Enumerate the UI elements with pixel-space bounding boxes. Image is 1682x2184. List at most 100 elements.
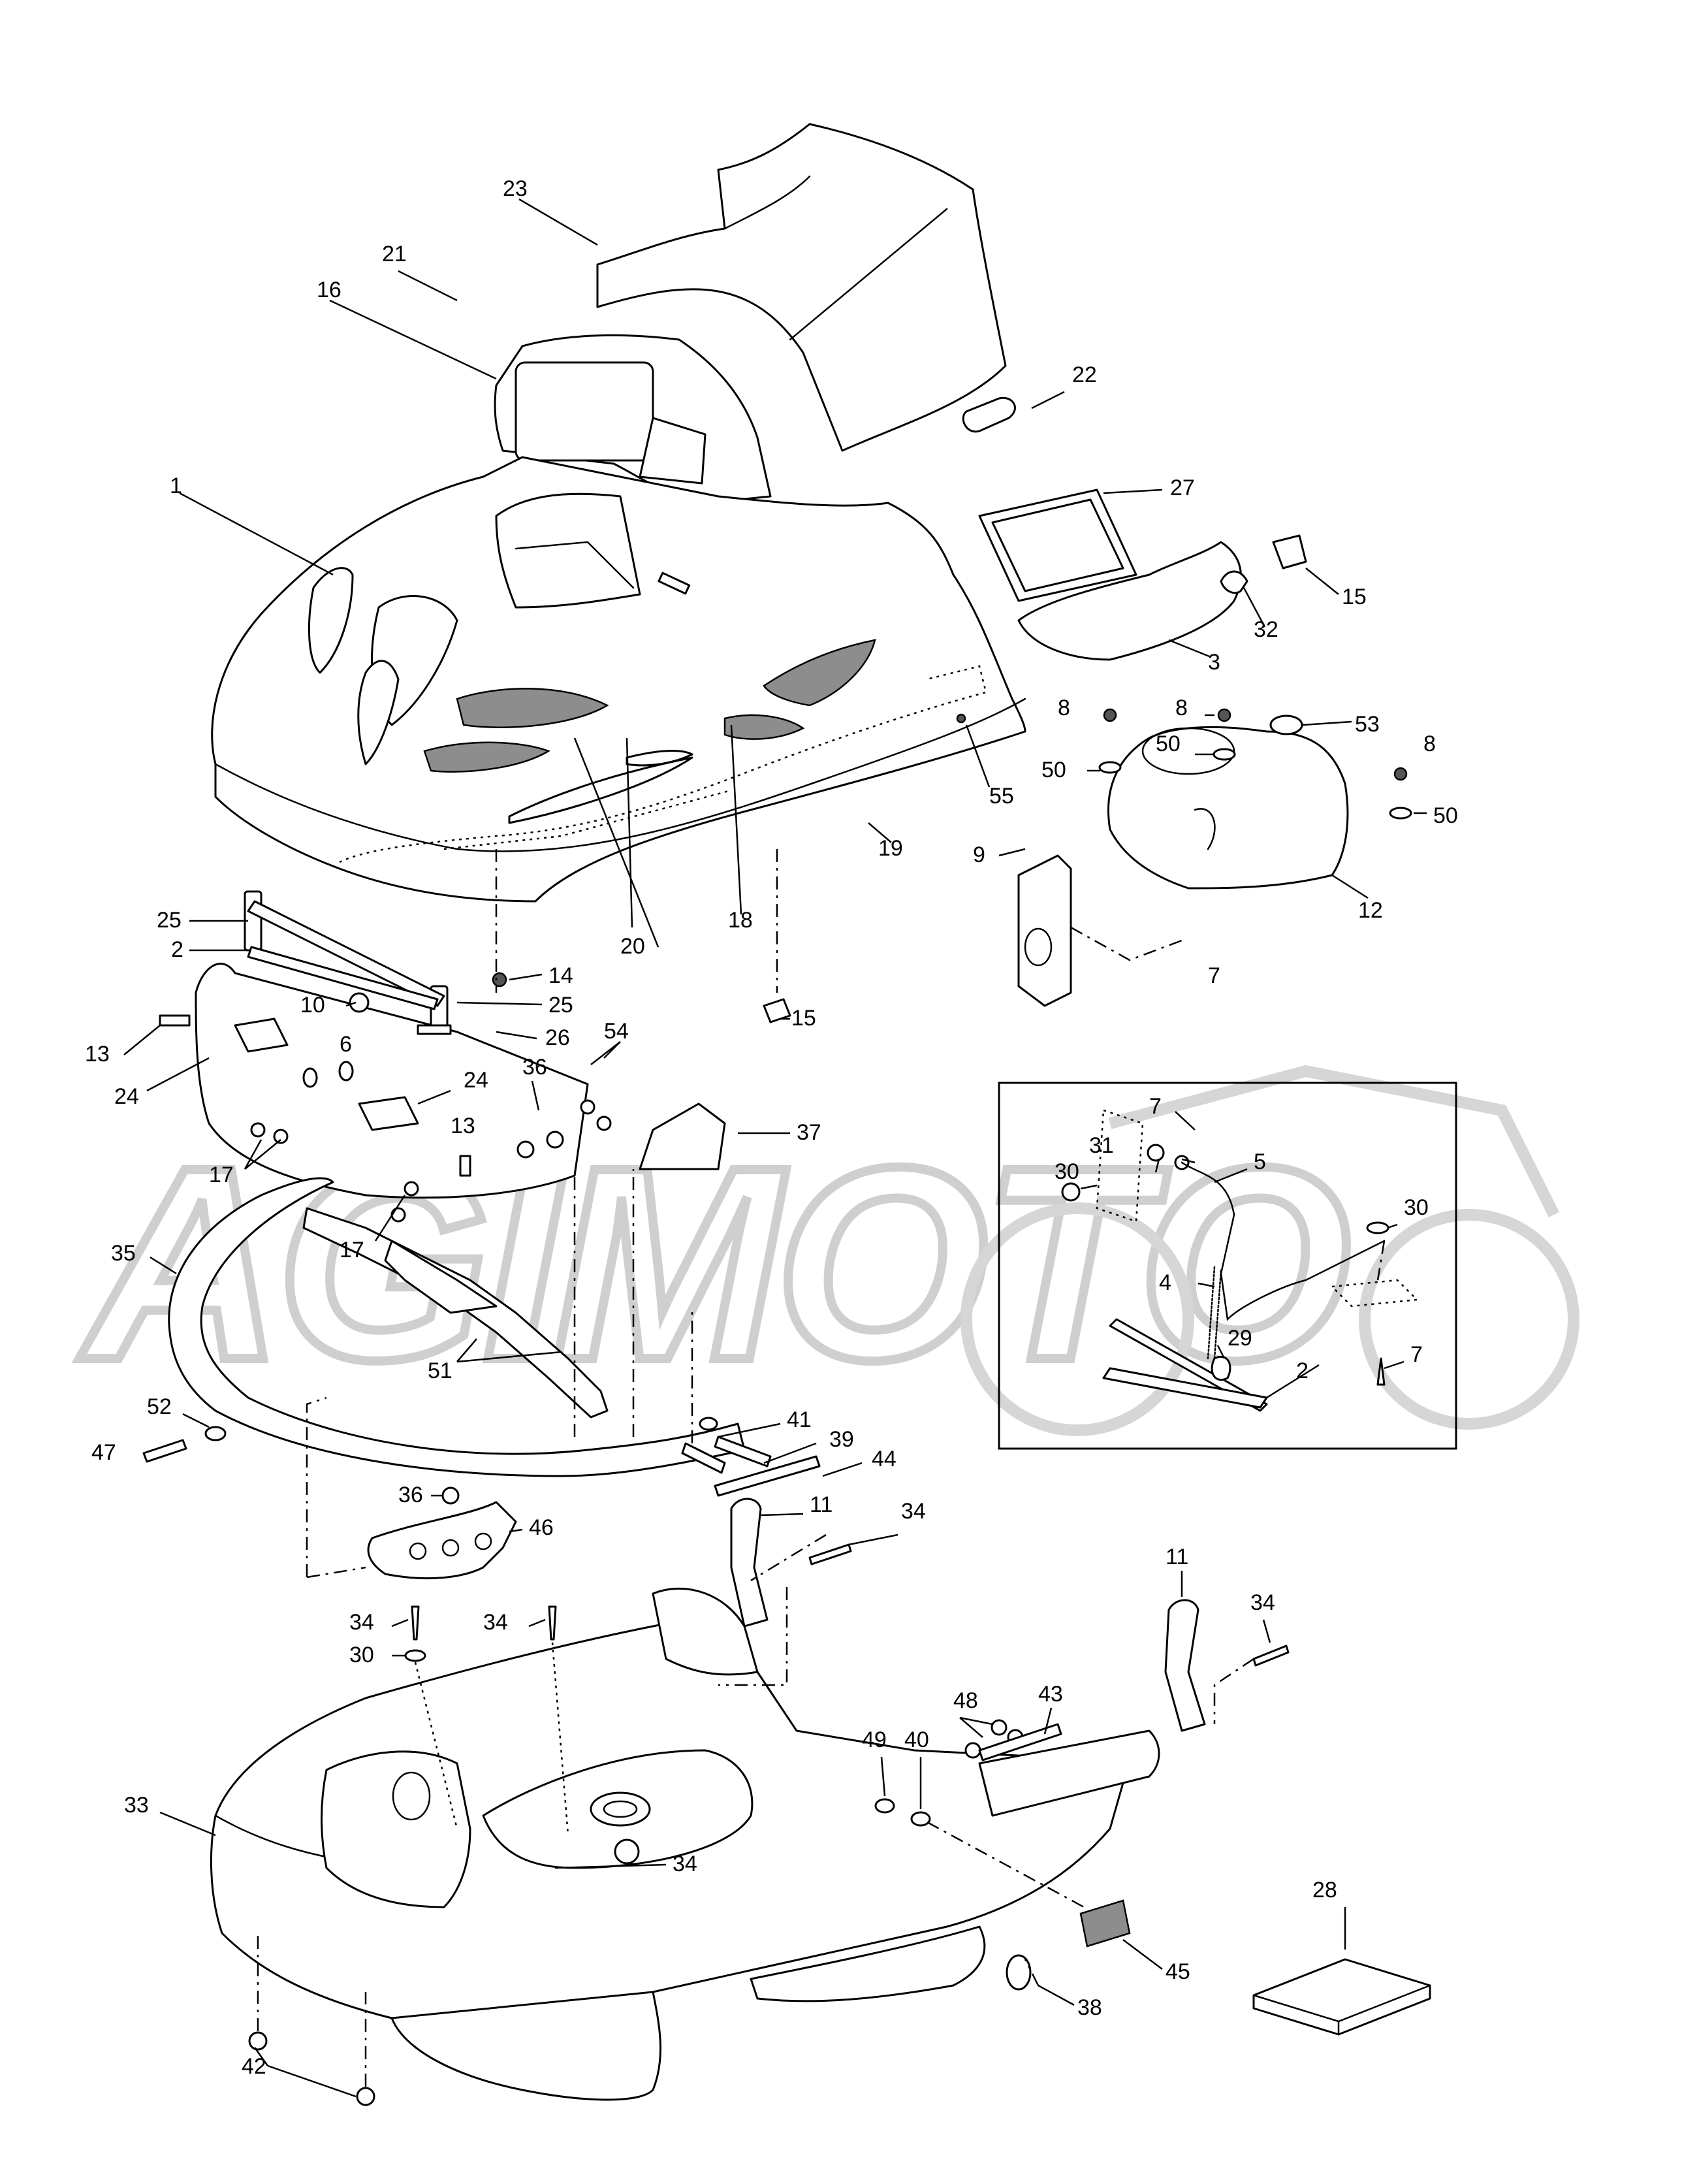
gauge-housing-part-3 [1017, 541, 1242, 661]
knob-part-22 [962, 396, 1016, 433]
callout-5: 5 [1254, 1149, 1266, 1174]
callout-32: 32 [1254, 617, 1278, 642]
callout-1: 1 [170, 474, 182, 498]
callout-50-middle: 50 [1156, 731, 1181, 756]
fuel-tank-cover-part-12 [1107, 726, 1349, 890]
callout-25-right: 25 [548, 993, 573, 1018]
lower-frame [195, 963, 726, 1199]
callout-40: 40 [904, 1727, 929, 1752]
callout-15-lower: 15 [791, 1006, 816, 1031]
callout-12: 12 [1358, 898, 1383, 923]
reinforcement-part-51 [302, 1207, 609, 1419]
callout-24-left: 24 [114, 1084, 139, 1109]
callout-47: 47 [91, 1440, 116, 1465]
callout-34-lower: 34 [673, 1852, 697, 1876]
callout-17-left: 17 [209, 1163, 234, 1187]
callout-34-left: 34 [349, 1610, 374, 1635]
support-rod-part-2 [247, 900, 445, 1010]
guides-part-11 [730, 1498, 1206, 1732]
callout-16: 16 [317, 278, 341, 302]
washers-part-50 [1098, 748, 1412, 820]
callout-52: 52 [147, 1394, 172, 1419]
callout-55: 55 [989, 784, 1014, 809]
screws-part-8 [1103, 708, 1408, 781]
bracket-part-46 [367, 1501, 517, 1580]
callout-26: 26 [545, 1025, 570, 1050]
callout-17-right: 17 [340, 1238, 364, 1262]
callout-30-inset-right: 30 [1404, 1195, 1429, 1220]
callout-39: 39 [829, 1427, 854, 1452]
callout-43: 43 [1038, 1682, 1063, 1707]
callout-23: 23 [503, 176, 528, 201]
callout-50-right: 50 [1433, 803, 1458, 828]
callout-28: 28 [1312, 1878, 1337, 1903]
callout-45: 45 [1166, 1959, 1190, 1984]
belly-hardware [248, 1719, 1131, 2106]
console-part-16 [494, 334, 772, 504]
callout-7-inset-right: 7 [1410, 1342, 1423, 1367]
callout-2-inset: 2 [1296, 1358, 1309, 1383]
belly-pan-part-33 [210, 1587, 1160, 2101]
callout-8-left: 8 [1058, 696, 1070, 720]
label-part-55 [956, 713, 966, 724]
callout-42: 42 [242, 2054, 266, 2079]
nut-part-36 [441, 1486, 460, 1505]
callout-3: 3 [1208, 650, 1220, 675]
callout-27: 27 [1170, 475, 1195, 500]
callout-41: 41 [787, 1407, 812, 1432]
callout-48: 48 [953, 1688, 978, 1713]
callout-15-upper: 15 [1342, 585, 1367, 609]
callout-30-left: 30 [349, 1643, 374, 1667]
callout-8-middle: 8 [1175, 696, 1188, 720]
callout-20: 20 [620, 934, 645, 959]
callout-7-inset-top: 7 [1149, 1094, 1162, 1119]
manual-part-28 [1252, 1958, 1431, 2036]
callout-8-right: 8 [1423, 731, 1436, 756]
bracket-part-9 [1017, 854, 1072, 1007]
inset-detail [998, 1082, 1457, 1450]
callout-13-left: 13 [85, 1042, 110, 1067]
callout-36-upper: 36 [522, 1055, 547, 1080]
cap-part-53 [1269, 715, 1303, 735]
callout-19: 19 [878, 836, 903, 861]
callout-29: 29 [1228, 1326, 1252, 1351]
callout-30-inset-left: 30 [1055, 1159, 1079, 1184]
clip-part-32 [1220, 570, 1248, 594]
nuts-part-17 [250, 1122, 419, 1223]
callout-46: 46 [529, 1515, 554, 1540]
callout-10: 10 [300, 993, 325, 1018]
callout-18: 18 [728, 908, 753, 933]
callout-36-lower: 36 [398, 1483, 423, 1507]
callout-44: 44 [872, 1447, 897, 1471]
clip-part-15-upper [1272, 534, 1307, 570]
strip-part-44 [714, 1455, 821, 1497]
callout-53: 53 [1355, 712, 1380, 737]
gauge-bezel-part-27 [978, 489, 1137, 602]
callout-38: 38 [1077, 1995, 1102, 2020]
callout-35: 35 [111, 1241, 136, 1266]
callout-2: 2 [171, 937, 183, 962]
callout-34-right: 34 [1250, 1590, 1275, 1615]
hood-part-1 [211, 456, 1026, 903]
callout-24-right: 24 [464, 1068, 488, 1093]
callout-14: 14 [548, 963, 573, 988]
callout-34-middle: 34 [483, 1610, 508, 1635]
callout-37: 37 [797, 1120, 821, 1145]
small-hardware [159, 972, 791, 1177]
callout-13-right: 13 [451, 1114, 475, 1138]
leader-lines [123, 198, 1427, 2098]
callouts: 23 21 16 22 1 27 15 32 3 8 8 8 53 50 50 … [85, 176, 1458, 2079]
callout-34-upper: 34 [901, 1499, 926, 1524]
callout-4: 4 [1159, 1270, 1171, 1295]
callout-25-left: 25 [157, 908, 182, 933]
callout-54: 54 [604, 1019, 629, 1044]
callout-22: 22 [1072, 362, 1097, 387]
callout-11-left: 11 [810, 1492, 833, 1517]
callout-7-right: 7 [1208, 963, 1220, 988]
callout-6: 6 [340, 1032, 352, 1057]
callout-33: 33 [124, 1793, 149, 1818]
callout-31: 31 [1089, 1133, 1114, 1158]
callout-50-left: 50 [1041, 758, 1066, 782]
callout-49: 49 [862, 1727, 887, 1752]
